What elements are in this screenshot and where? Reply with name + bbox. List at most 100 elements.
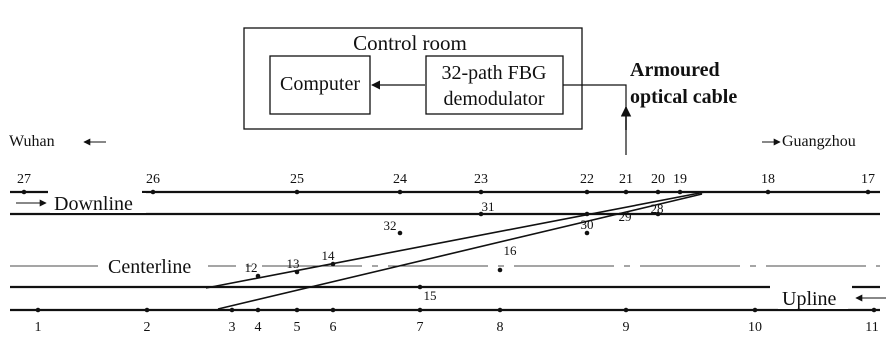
sensor-dot xyxy=(623,189,629,195)
sensor-dot xyxy=(417,307,423,313)
upline-label: Upline xyxy=(782,288,837,310)
sensor: 26 xyxy=(146,172,160,195)
sensor-number: 32 xyxy=(384,218,397,233)
cable-label-line1: Armoured xyxy=(630,59,720,81)
sensor-dot xyxy=(229,307,235,313)
sensor-number: 30 xyxy=(581,217,594,232)
sensor-dot xyxy=(584,189,590,195)
sensor: 20 xyxy=(651,172,665,195)
sensor-dot xyxy=(294,269,300,275)
sensors-downline: 27 26 25 24 23 22 21 20 19 18 17 xyxy=(17,172,875,195)
sensor-number: 2 xyxy=(144,320,151,335)
sensor-dot xyxy=(584,211,590,217)
sensor-number: 10 xyxy=(748,320,762,335)
sensor-number: 13 xyxy=(287,256,300,271)
sensor-dot xyxy=(294,307,300,313)
sensor-number: 12 xyxy=(245,260,258,275)
sensor-number: 9 xyxy=(623,320,630,335)
direction-guangzhou-label: Guangzhou xyxy=(782,133,856,150)
sensor-dot xyxy=(255,273,261,279)
sensor: 15 xyxy=(417,284,437,303)
sensor-dot xyxy=(255,307,261,313)
sensor-dot xyxy=(584,230,590,236)
demodulator-label-line2: demodulator xyxy=(443,88,544,110)
sensor-number: 16 xyxy=(504,243,518,258)
sensor: 1 xyxy=(35,307,42,335)
sensor-dot xyxy=(330,307,336,313)
sensor-number: 26 xyxy=(146,172,160,187)
sensor: 4 xyxy=(255,307,262,335)
sensor-number: 4 xyxy=(255,320,262,335)
sensor-number: 5 xyxy=(294,320,301,335)
sensor: 29 xyxy=(584,209,632,224)
sensor: 22 xyxy=(580,172,594,195)
computer-label: Computer xyxy=(280,73,360,95)
sensor: 17 xyxy=(861,172,875,195)
sensor-dot xyxy=(417,284,423,290)
sensor-dot xyxy=(294,189,300,195)
sensor: 16 xyxy=(497,243,518,273)
sensor-dot xyxy=(478,211,484,217)
sensors-upline: 1 2 3 4 5 6 7 8 9 10 11 xyxy=(35,307,879,335)
sensor-number: 20 xyxy=(651,172,665,187)
sensor-number: 22 xyxy=(580,172,594,187)
sensor-number: 15 xyxy=(424,288,437,303)
sensor: 21 xyxy=(619,172,633,195)
optical-cable: Armoured optical cable xyxy=(563,59,737,155)
sensor-number: 14 xyxy=(322,248,336,263)
sensor: 19 xyxy=(673,172,687,195)
sensor-number: 24 xyxy=(393,172,407,187)
sensor-number: 28 xyxy=(651,201,664,216)
sensor-number: 31 xyxy=(482,199,495,214)
sensor: 6 xyxy=(330,307,337,335)
sensor-dot xyxy=(871,307,877,313)
computer-box xyxy=(269,55,371,115)
track-labels: Downline Centerline Upline xyxy=(16,193,886,310)
sensor-dot xyxy=(21,189,27,195)
sensor-dot xyxy=(623,307,629,313)
sensor-number: 11 xyxy=(865,320,878,335)
sensor-number: 19 xyxy=(673,172,687,187)
sensor-dot xyxy=(752,307,758,313)
sensor-number: 6 xyxy=(330,320,337,335)
sensor-dot xyxy=(150,189,156,195)
sensor-dot xyxy=(497,267,503,273)
sensor-dot xyxy=(397,230,403,236)
sensor: 11 xyxy=(865,307,879,335)
sensor-number: 27 xyxy=(17,172,31,187)
sensor-number: 29 xyxy=(619,209,632,224)
sensor: 30 xyxy=(581,217,594,236)
control-room-title: Control room xyxy=(353,31,467,55)
sensor-number: 3 xyxy=(229,320,236,335)
sensor: 9 xyxy=(623,307,630,335)
crossover-line-a xyxy=(205,191,706,289)
sensor-dot xyxy=(144,307,150,313)
sensor-dot xyxy=(497,307,503,313)
sensor-number: 21 xyxy=(619,172,633,187)
sensor: 25 xyxy=(290,172,304,195)
sensor-dot xyxy=(655,211,661,217)
cable-line xyxy=(563,84,627,155)
sensor: 5 xyxy=(294,307,301,335)
sensor-dot xyxy=(655,189,661,195)
sensor: 2 xyxy=(144,307,151,335)
sensor-dot xyxy=(478,189,484,195)
sensor: 27 xyxy=(17,172,31,195)
sensor: 14 xyxy=(322,248,336,267)
direction-wuhan-label: Wuhan xyxy=(9,133,55,150)
sensor-dot xyxy=(865,189,871,195)
sensor: 18 xyxy=(761,172,775,195)
demodulator-label-line1: 32-path FBG xyxy=(442,62,547,84)
sensor: 24 xyxy=(393,172,407,195)
sensors-crossover: 31 29 28 32 30 14 16 xyxy=(322,199,664,273)
crossover-line-b xyxy=(217,193,703,310)
cable-label-line2: optical cable xyxy=(630,86,737,108)
sensors-mid-upline: 12 13 15 xyxy=(245,256,437,303)
control-room-box xyxy=(243,27,583,130)
sensor: 8 xyxy=(497,307,504,335)
sensor-dot xyxy=(677,189,683,195)
sensor-number: 25 xyxy=(290,172,304,187)
sensor: 31 xyxy=(478,199,495,217)
sensor-dot xyxy=(35,307,41,313)
sensor: 32 xyxy=(384,218,403,236)
